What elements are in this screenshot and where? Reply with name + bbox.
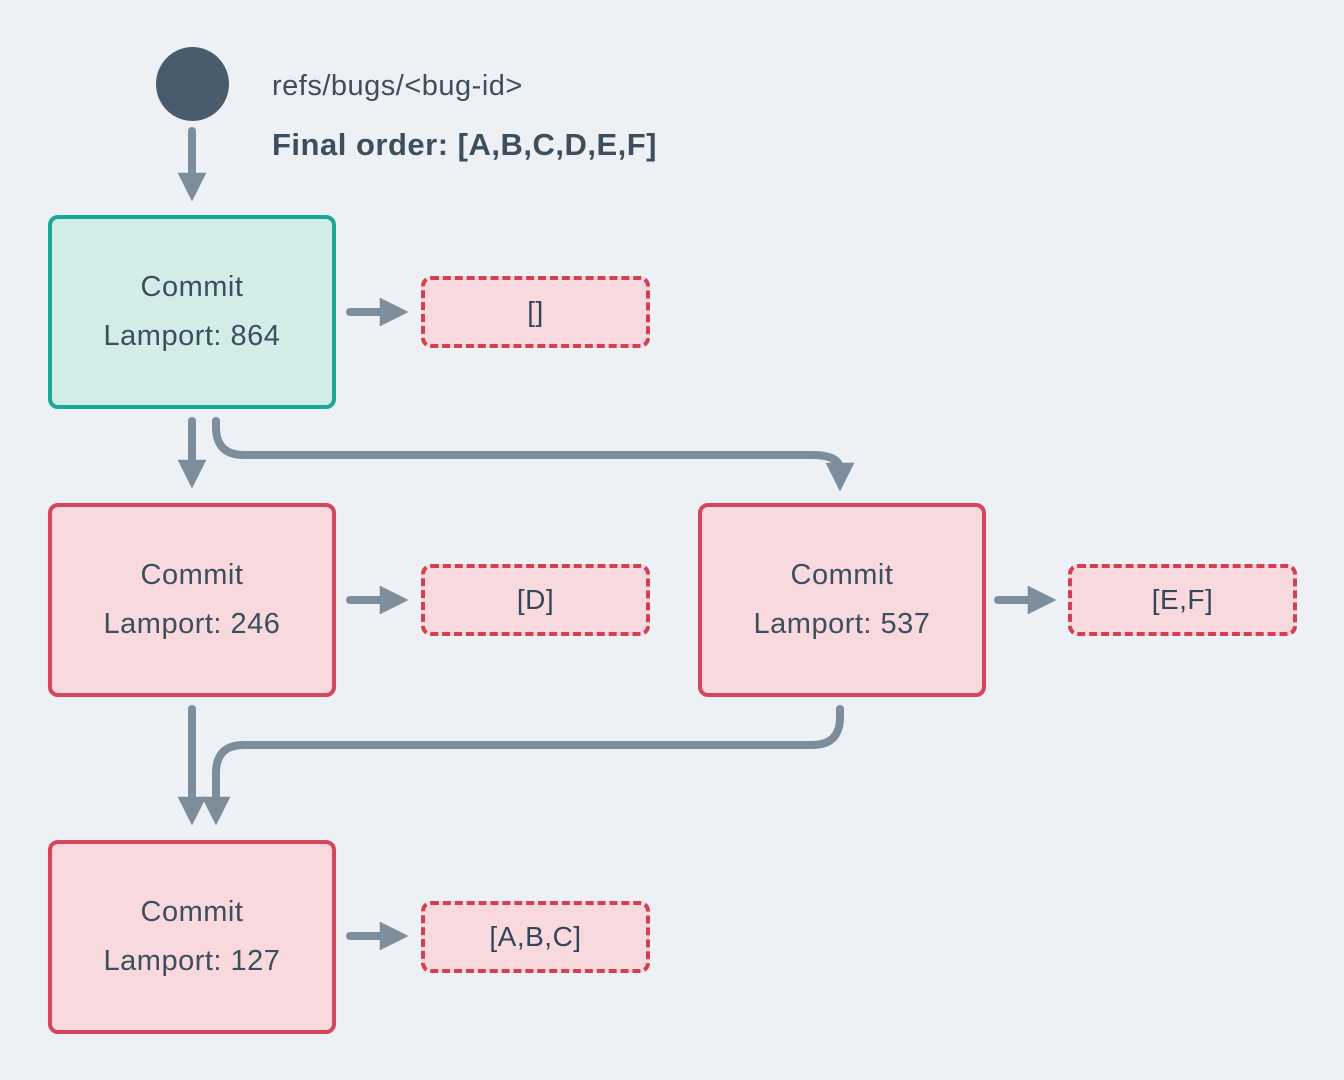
commit-lamport: Lamport: 246 bbox=[103, 608, 281, 640]
final-order-label: Final order: [A,B,C,D,E,F] bbox=[272, 127, 657, 162]
bag-commit-246: [D] bbox=[421, 564, 650, 636]
commit-lamport: Lamport: 864 bbox=[103, 320, 281, 352]
commit-lamport: Lamport: 537 bbox=[753, 608, 931, 640]
bag-contents: [E,F] bbox=[1151, 584, 1214, 615]
bag-commit-864: [] bbox=[421, 276, 650, 348]
bag-contents: [] bbox=[527, 296, 544, 327]
commit-node-537: Commit Lamport: 537 bbox=[698, 503, 986, 697]
commit-title: Commit bbox=[140, 271, 244, 303]
bag-commit-127: [A,B,C] bbox=[421, 901, 650, 973]
commit-title: Commit bbox=[140, 559, 244, 591]
bag-contents: [D] bbox=[516, 584, 555, 615]
bag-commit-537: [E,F] bbox=[1068, 564, 1297, 636]
commit-node-246: Commit Lamport: 246 bbox=[48, 503, 336, 697]
commit-lamport: Lamport: 127 bbox=[103, 945, 281, 977]
commit-title: Commit bbox=[790, 559, 894, 591]
commit-node-864: Commit Lamport: 864 bbox=[48, 215, 336, 409]
bag-contents: [A,B,C] bbox=[489, 921, 582, 952]
ref-name-label: refs/bugs/<bug-id> bbox=[272, 70, 523, 102]
commit-node-127: Commit Lamport: 127 bbox=[48, 840, 336, 1034]
edge-commit-537-to-commit-127 bbox=[201, 705, 844, 826]
edge-commit-864-to-commit-537 bbox=[212, 417, 855, 492]
ref-head-dot bbox=[156, 47, 229, 121]
commit-title: Commit bbox=[140, 896, 244, 928]
